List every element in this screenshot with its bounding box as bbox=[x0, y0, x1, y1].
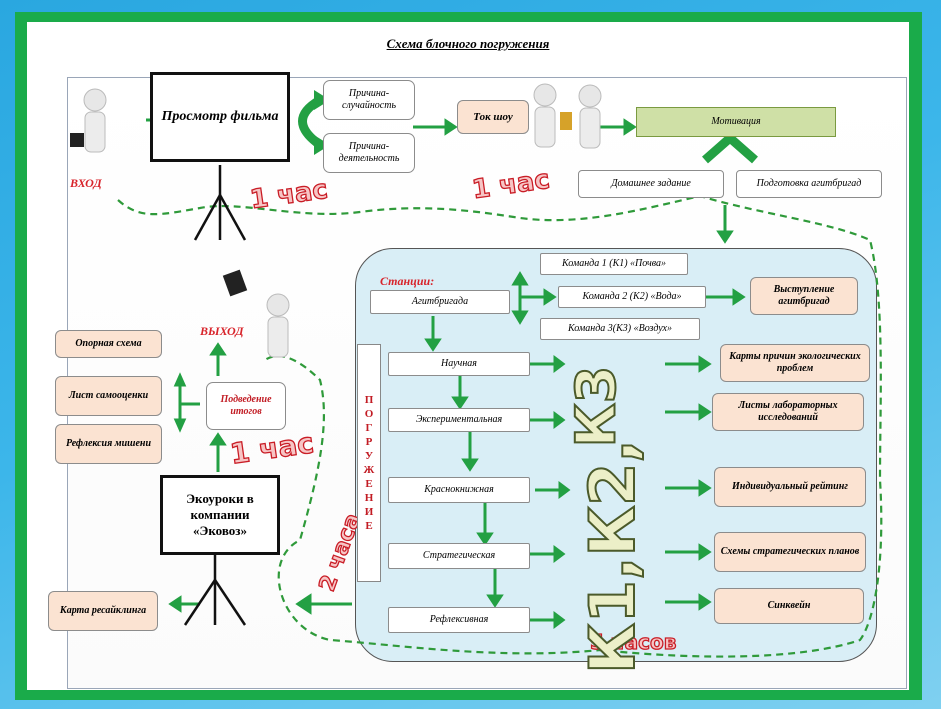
left-target-reflection: Рефлексия мишени bbox=[55, 424, 162, 464]
immersion-letter: Ж bbox=[363, 464, 375, 476]
left-reference-scheme: Опорная схема bbox=[55, 330, 162, 358]
summary-text: Подведение итогов bbox=[220, 394, 272, 417]
team-3-text: Команда 3(К3) «Воздух» bbox=[568, 323, 672, 334]
curved-arrow-motivation bbox=[702, 132, 758, 164]
station-science-text: Научная bbox=[441, 358, 477, 369]
people-figures bbox=[70, 83, 602, 358]
team-3: Команда 3(К3) «Воздух» bbox=[540, 318, 700, 340]
station-strategy: Стратегическая bbox=[388, 543, 530, 569]
station-science: Научная bbox=[388, 352, 530, 376]
motivation: Мотивация bbox=[636, 107, 836, 137]
cause-activity-text: Причина-деятельность bbox=[338, 141, 400, 164]
film-board-text: Просмотр фильма bbox=[161, 109, 279, 124]
left-self-assessment: Лист самооценки bbox=[55, 376, 162, 416]
cause-random-text: Причина-случайность bbox=[341, 88, 397, 111]
immersion-letter: О bbox=[364, 408, 374, 420]
immersion-letter: Р bbox=[365, 436, 373, 448]
recycling-map-text: Карта ресайклинга bbox=[59, 605, 147, 616]
film-board: Просмотр фильма bbox=[150, 72, 290, 162]
station-redbook-text: Краснокнижная bbox=[424, 484, 494, 495]
motivation-text: Мотивация bbox=[711, 116, 761, 127]
immersion-letter: П bbox=[364, 394, 374, 406]
result-lab-sheets-text: Листы лабораторных исследований bbox=[738, 400, 838, 423]
agit-performance: Выступление агитбригад bbox=[750, 277, 858, 315]
team-2: Команда 2 (К2) «Вода» bbox=[558, 286, 706, 308]
result-strategy-text: Схемы стратегических планов bbox=[720, 546, 860, 557]
result-causes-map-text: Карты причин экологических проблем bbox=[729, 351, 861, 374]
team-1: Команда 1 (К1) «Почва» bbox=[540, 253, 688, 275]
station-experiment-text: Экспериментальная bbox=[415, 414, 503, 425]
entry-label: ВХОД bbox=[70, 176, 102, 190]
cause-activity: Причина-деятельность bbox=[323, 133, 415, 173]
result-rating: Индивидуальный рейтинг bbox=[714, 467, 866, 507]
station-strategy-text: Стратегическая bbox=[422, 550, 496, 561]
immersion-letter: У bbox=[364, 450, 374, 462]
agit-prep-text: Подготовка агитбригад bbox=[756, 178, 862, 189]
exit-label: ВЫХОД bbox=[200, 324, 244, 338]
result-sinkwain-text: Синквейн bbox=[767, 600, 811, 611]
homework-text: Домашнее задание bbox=[611, 178, 691, 189]
talk-show: Ток шоу bbox=[457, 100, 529, 134]
immersion-letter: Г bbox=[365, 422, 373, 434]
k12-label: К1,К2, bbox=[575, 438, 650, 675]
result-causes-map: Карты причин экологических проблем bbox=[720, 344, 870, 382]
agit-prep: Подготовка агитбригад bbox=[736, 170, 882, 198]
team-2-text: Команда 2 (К2) «Вода» bbox=[582, 291, 682, 302]
left-reference-scheme-text: Опорная схема bbox=[75, 338, 142, 349]
station-experiment: Экспериментальная bbox=[388, 408, 530, 432]
result-sinkwain: Синквейн bbox=[714, 588, 864, 624]
immersion-column: П О Г Р У Ж Е Н И Е bbox=[357, 344, 381, 582]
agit-performance-text: Выступление агитбригад bbox=[773, 284, 835, 307]
station-agit-text: Агитбригада bbox=[411, 296, 469, 307]
cause-random: Причина-случайность bbox=[323, 80, 415, 120]
k3-label: К3 bbox=[563, 365, 628, 449]
recycling-map: Карта ресайклинга bbox=[48, 591, 158, 631]
stations-label: Станции: bbox=[380, 274, 435, 288]
hour-label-5: 5 часов bbox=[589, 629, 677, 654]
left-target-reflection-text: Рефлексия мишени bbox=[65, 438, 152, 449]
result-rating-text: Индивидуальный рейтинг bbox=[732, 481, 848, 492]
immersion-letter: Е bbox=[365, 478, 373, 490]
immersion-letter: Н bbox=[364, 492, 374, 504]
ecolessons-board: Экоуроки в компании «Эковоз» bbox=[160, 475, 280, 555]
result-lab-sheets: Листы лабораторных исследований bbox=[712, 393, 864, 431]
left-self-assessment-text: Лист самооценки bbox=[68, 390, 149, 401]
team-1-text: Команда 1 (К1) «Почва» bbox=[561, 258, 667, 269]
immersion-letter: И bbox=[364, 506, 374, 518]
station-reflexive: Рефлексивная bbox=[388, 607, 530, 633]
ecolessons-board-text: Экоуроки в компании «Эковоз» bbox=[186, 491, 254, 538]
talk-show-text: Ток шоу bbox=[473, 111, 513, 123]
station-reflexive-text: Рефлексивная bbox=[429, 614, 489, 625]
summary-box: Подведение итогов bbox=[206, 382, 286, 430]
station-redbook: Краснокнижная bbox=[388, 477, 530, 503]
station-agit: Агитбригада bbox=[370, 290, 510, 314]
immersion-letter: Е bbox=[365, 520, 373, 532]
page-title: Схема блочного погружения bbox=[386, 36, 550, 51]
result-strategy: Схемы стратегических планов bbox=[714, 532, 866, 572]
homework: Домашнее задание bbox=[578, 170, 724, 198]
